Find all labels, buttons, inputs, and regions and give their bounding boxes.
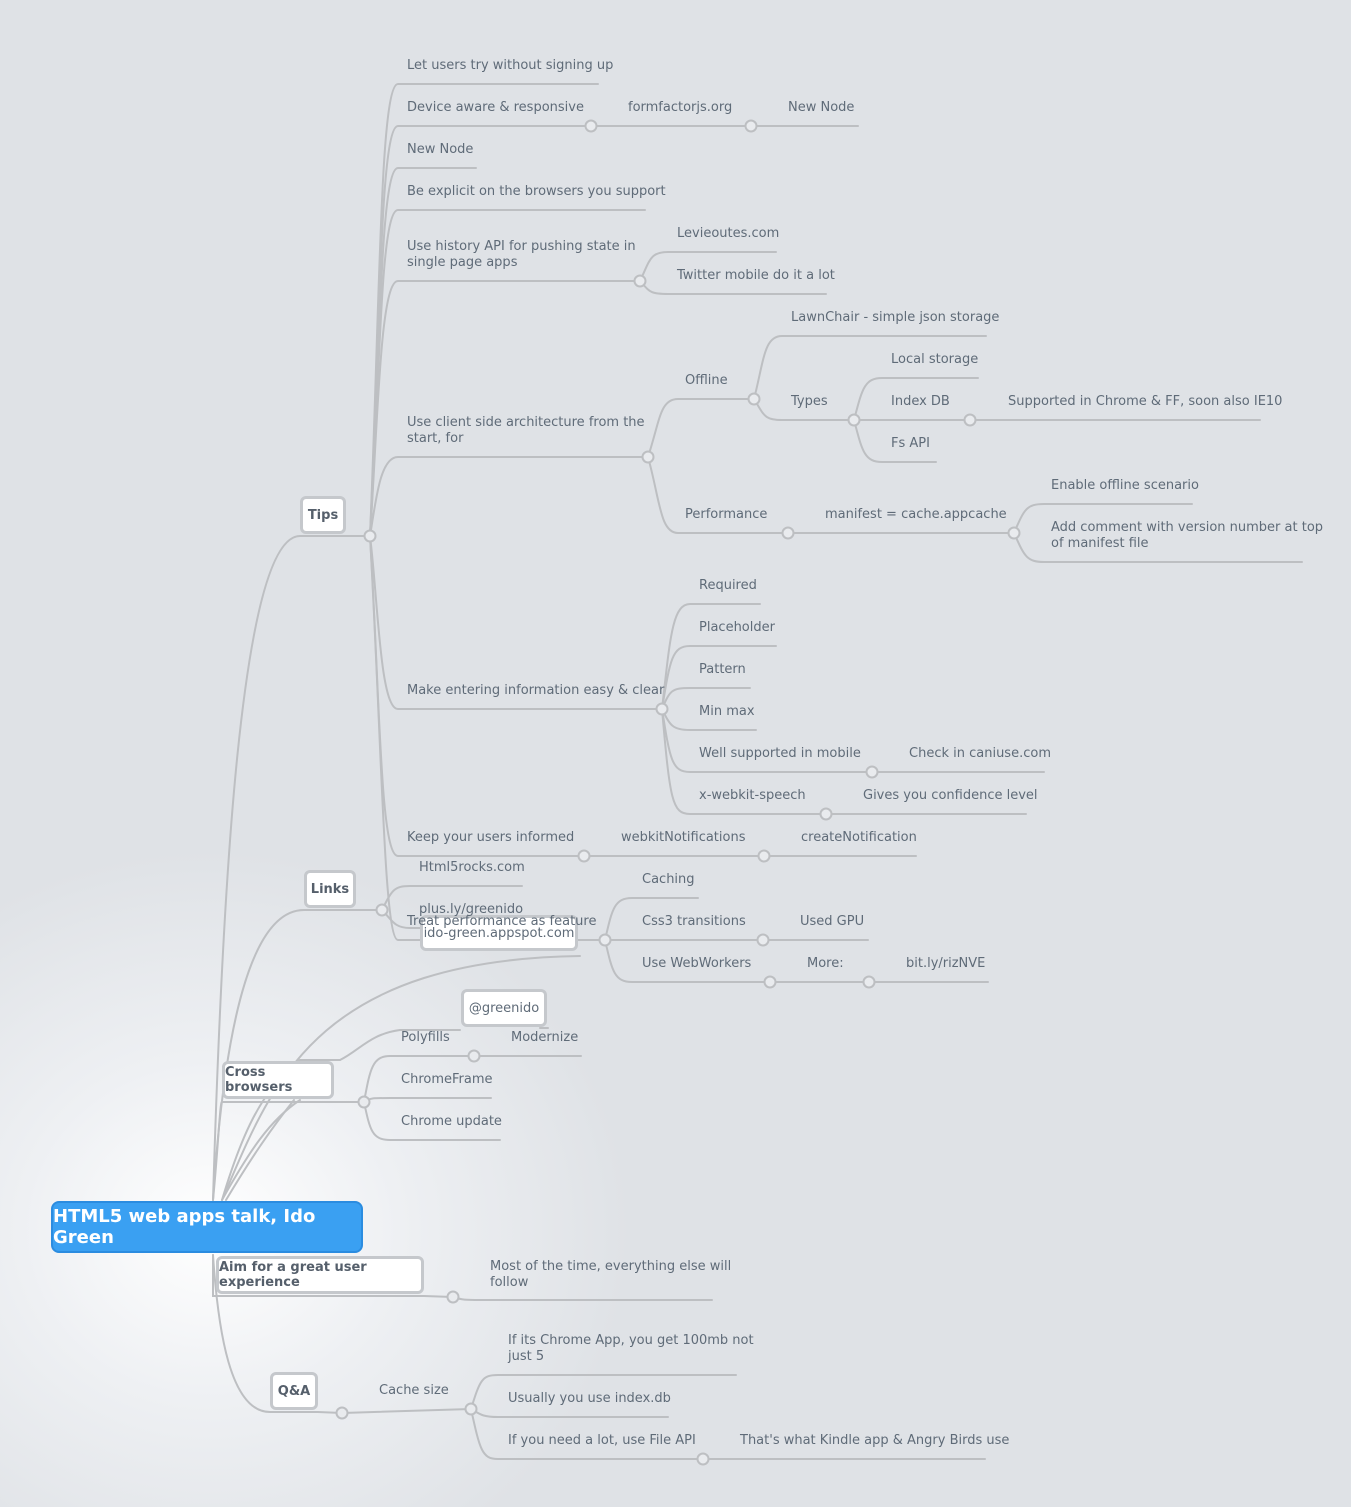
topic-index-db[interactable]: Index DB <box>891 394 950 409</box>
topic-explicit-browsers[interactable]: Be explicit on the browsers you support <box>407 184 666 199</box>
topic-kindle-angry-birds[interactable]: That's what Kindle app & Angry Birds use <box>740 1433 1010 1448</box>
topic-keep-informed[interactable]: Keep your users informed <box>407 830 575 845</box>
topic-confidence-level[interactable]: Gives you confidence level <box>863 788 1038 803</box>
topic-chrome-update[interactable]: Chrome update <box>401 1114 502 1129</box>
topic-supported-browsers[interactable]: Supported in Chrome & FF, soon also IE10 <box>1008 394 1283 409</box>
topic-polyfills[interactable]: Polyfills <box>401 1030 450 1045</box>
topic-chrome-app-storage[interactable]: If its Chrome App, you get 100mb not jus… <box>508 1333 754 1364</box>
topic-caniuse[interactable]: Check in caniuse.com <box>909 746 1051 761</box>
topic-webkit-notifications[interactable]: webkitNotifications <box>621 830 746 845</box>
topic-chromeframe[interactable]: ChromeFrame <box>401 1072 493 1087</box>
topic-manifest-comment[interactable]: Add comment with version number at top o… <box>1051 520 1324 551</box>
topic-try-without-signup[interactable]: Let users try without signing up <box>407 58 614 73</box>
topic-client-side[interactable]: Use client side architecture from the st… <box>407 415 645 446</box>
topic-history-api[interactable]: Use history API for pushing state in sin… <box>407 239 636 270</box>
topic-performance-feature[interactable]: Treat performance as feature <box>407 914 597 929</box>
topic-fs-api[interactable]: Fs API <box>891 436 930 451</box>
topic-more[interactable]: More: <box>807 956 844 971</box>
topic-entering-info[interactable]: Make entering information easy & clear <box>407 683 665 698</box>
topic-required[interactable]: Required <box>699 578 757 593</box>
topic-webworkers[interactable]: Use WebWorkers <box>642 956 752 971</box>
topic-file-api[interactable]: If you need a lot, use File API <box>508 1433 696 1448</box>
topic-index-db-usage[interactable]: Usually you use index.db <box>508 1391 671 1406</box>
topic-create-notification[interactable]: createNotification <box>801 830 917 845</box>
topic-user-experience[interactable]: Aim for a great user experience <box>216 1256 424 1294</box>
topic-enable-offline[interactable]: Enable offline scenario <box>1051 478 1199 493</box>
topic-cache-size[interactable]: Cache size <box>379 1383 449 1398</box>
topic-device-aware[interactable]: Device aware & responsive <box>407 100 584 115</box>
topic-pattern[interactable]: Pattern <box>699 662 746 677</box>
topic-tips[interactable]: Tips <box>300 496 346 534</box>
topic-twitter-mobile[interactable]: Twitter mobile do it a lot <box>677 268 835 283</box>
topic-modernize[interactable]: Modernize <box>511 1030 579 1045</box>
topic-links[interactable]: Links <box>304 870 356 908</box>
topic-placeholder[interactable]: Placeholder <box>699 620 775 635</box>
topic-css3-transitions[interactable]: Css3 transitions <box>642 914 746 929</box>
topic-qa[interactable]: Q&A <box>270 1372 318 1410</box>
topic-formfactorjs[interactable]: formfactorjs.org <box>628 100 733 115</box>
root-topic[interactable]: HTML5 web apps talk, Ido Green <box>51 1201 363 1253</box>
topic-types[interactable]: Types <box>791 394 828 409</box>
collapse-node-tips <box>363 529 377 543</box>
topic-min-max[interactable]: Min max <box>699 704 755 719</box>
topic-levieoutes[interactable]: Levieoutes.com <box>677 226 780 241</box>
link-twitter-handle[interactable]: @greenido <box>461 989 547 1027</box>
topic-well-supported[interactable]: Well supported in mobile <box>699 746 861 761</box>
topic-most-of-the-time[interactable]: Most of the time, everything else will f… <box>490 1259 732 1290</box>
link-appspot[interactable]: ido-green.appspot.com <box>420 915 578 951</box>
topic-manifest[interactable]: manifest = cache.appcache <box>825 507 1007 522</box>
topic-caching[interactable]: Caching <box>642 872 695 887</box>
topic-cross-browsers[interactable]: Cross browsers <box>222 1061 334 1099</box>
topic-local-storage[interactable]: Local storage <box>891 352 979 367</box>
topic-lawnchair[interactable]: LawnChair - simple json storage <box>791 310 1000 325</box>
topic-x-webkit-speech[interactable]: x-webkit-speech <box>699 788 806 803</box>
topic-used-gpu[interactable]: Used GPU <box>800 914 865 929</box>
topic-bitly-link[interactable]: bit.ly/rizNVE <box>906 956 986 971</box>
topic-performance[interactable]: Performance <box>685 507 768 522</box>
topic-new-node[interactable]: New Node <box>407 142 474 157</box>
topic-new-node[interactable]: New Node <box>788 100 855 115</box>
link-html5rocks[interactable]: Html5rocks.com <box>419 860 525 875</box>
link-plus[interactable]: plus.ly/greenido <box>419 902 524 917</box>
topic-offline[interactable]: Offline <box>685 373 728 388</box>
